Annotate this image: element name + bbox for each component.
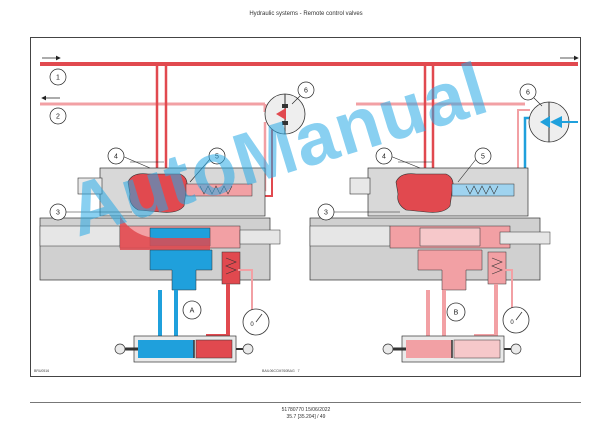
diagram-frame bbox=[30, 37, 581, 377]
section-label-b: B bbox=[454, 310, 459, 317]
figure-code: BRU0516 bbox=[34, 369, 50, 373]
pressure-line bbox=[40, 55, 579, 66]
svg-text:6: 6 bbox=[526, 90, 530, 97]
svg-text:1: 1 bbox=[56, 75, 60, 82]
svg-text:2: 2 bbox=[56, 114, 60, 121]
callout-3-b: 3 bbox=[317, 203, 335, 221]
section-label-a: A bbox=[190, 308, 195, 315]
svg-text:5: 5 bbox=[215, 154, 219, 161]
callout-5-a: 5 bbox=[208, 147, 226, 165]
callout-5-b: 5 bbox=[474, 147, 492, 165]
svg-text:4: 4 bbox=[382, 154, 386, 161]
footer-page-ref: 35.7 [35.204] / 49 bbox=[286, 414, 326, 420]
callout-4-a: 4 bbox=[107, 147, 125, 165]
svg-text:3: 3 bbox=[324, 210, 328, 217]
svg-text:5: 5 bbox=[481, 154, 485, 161]
callout-6-b: 6 bbox=[519, 83, 537, 101]
valve-assembly-b bbox=[309, 64, 551, 363]
section-label-a-circle bbox=[182, 300, 202, 320]
svg-text:4: 4 bbox=[114, 154, 118, 161]
page-header: Hydraulic systems - Remote control valve… bbox=[249, 11, 363, 17]
section-label-b-circle bbox=[446, 302, 466, 322]
footer-doc-ref: 51780770 15/06/2022 bbox=[281, 407, 331, 413]
svg-text:6: 6 bbox=[304, 88, 308, 95]
callout-2: 2 bbox=[49, 107, 67, 125]
svg-text:3: 3 bbox=[56, 210, 60, 217]
gauge-zero-b: 0 bbox=[510, 320, 514, 326]
figure-number: 7 bbox=[297, 369, 300, 373]
joystick-a bbox=[264, 93, 306, 135]
figure-caption: BAIL06CCM760BAG 7 bbox=[262, 369, 300, 373]
footer-rule bbox=[30, 402, 581, 403]
callout-6-a: 6 bbox=[297, 81, 315, 99]
figure-caption-code: BAIL06CCM760BAG bbox=[262, 369, 295, 373]
joystick-b bbox=[528, 101, 578, 143]
callout-3-a: 3 bbox=[49, 203, 67, 221]
callout-4-b: 4 bbox=[375, 147, 393, 165]
callout-leaders bbox=[66, 95, 543, 213]
valve-assembly-a bbox=[39, 64, 286, 363]
gauge-zero-a: 0 bbox=[250, 322, 254, 328]
callout-1: 1 bbox=[49, 68, 67, 86]
